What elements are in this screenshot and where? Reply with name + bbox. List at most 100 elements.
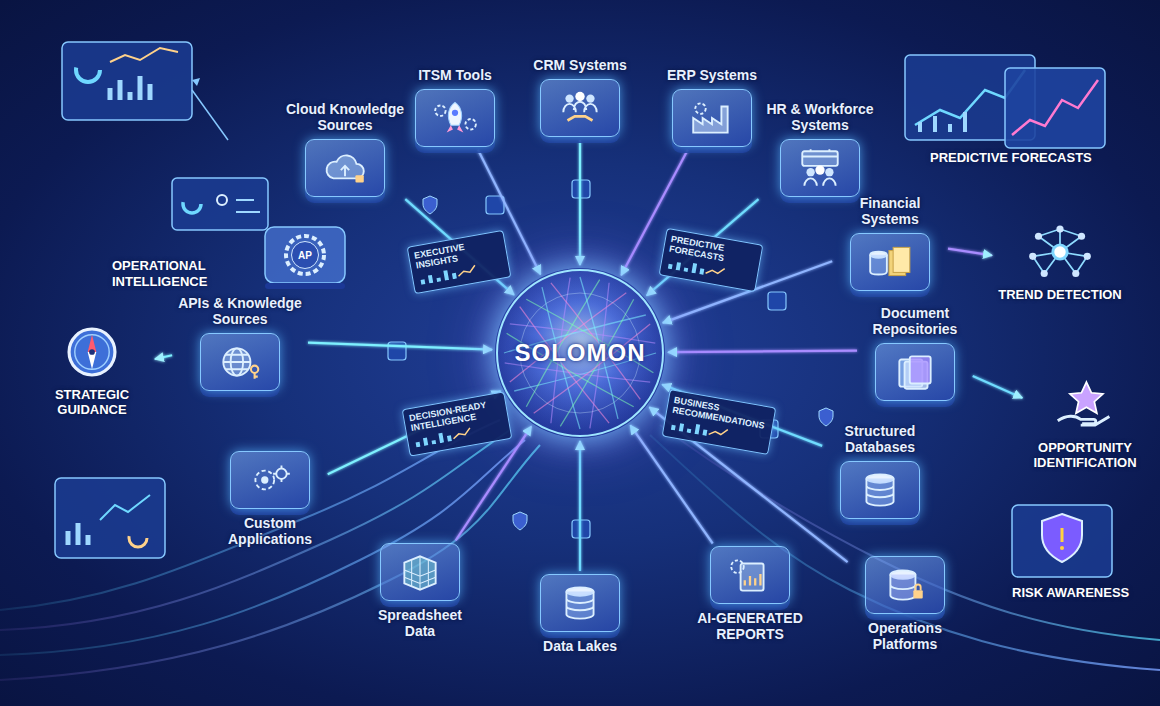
decor-part xyxy=(0,440,525,655)
node-icon xyxy=(396,552,444,592)
dashboard-panel xyxy=(62,42,228,140)
decor-part xyxy=(804,179,835,186)
decor-part xyxy=(1033,229,1088,273)
decor-part xyxy=(217,195,227,205)
decor-part xyxy=(815,166,824,175)
node-label: ITSM Tools xyxy=(400,67,510,83)
decor-part xyxy=(695,103,705,113)
source-tile xyxy=(865,556,945,614)
output-icon xyxy=(57,322,127,382)
decor-part xyxy=(575,92,584,101)
source-node: AI-GENERATED REPORTS xyxy=(690,546,810,648)
panel-label: DECISION-READY INTELLIGENCE xyxy=(408,397,502,433)
dashboard-panel xyxy=(55,478,165,558)
decor-part xyxy=(709,426,728,437)
source-tile xyxy=(380,543,460,601)
node-label: ERP Systems xyxy=(657,67,767,83)
source-tile xyxy=(230,451,310,509)
decor-part xyxy=(1070,382,1103,413)
decor-part xyxy=(563,102,596,112)
decor-part xyxy=(920,112,965,132)
decor-part xyxy=(62,42,192,120)
source-tile xyxy=(850,233,930,291)
source-tile xyxy=(200,333,280,391)
decor-part xyxy=(1053,245,1067,259)
dashboard-panel xyxy=(172,178,268,230)
decor-part xyxy=(251,366,258,373)
decor-part xyxy=(452,110,458,116)
risk-screen xyxy=(1012,505,1112,577)
node-label: Cloud Knowledge Sources xyxy=(280,101,410,133)
decor-part xyxy=(890,575,915,600)
decor-part xyxy=(670,259,703,274)
panel-label: EXECUTIVE INSIGHTS xyxy=(413,236,501,271)
decor-part xyxy=(76,58,100,82)
decor-part xyxy=(341,166,349,176)
source-tile xyxy=(780,139,860,197)
node-icon xyxy=(856,470,904,510)
node-label: OPPORTUNITY IDENTIFICATION xyxy=(1025,441,1145,471)
flow-waves xyxy=(0,420,1160,680)
node-label: AI-GENERATED REPORTS xyxy=(690,610,810,642)
decor-part xyxy=(1012,80,1098,135)
node-icon xyxy=(688,98,736,138)
decor-part xyxy=(69,329,115,375)
decor-part xyxy=(172,178,268,230)
flow-connector xyxy=(308,343,492,350)
decor-part xyxy=(183,195,201,213)
decor-part xyxy=(327,156,364,179)
insight-panel: DECISION-READY INTELLIGENCE xyxy=(402,391,513,456)
decor-part xyxy=(68,523,88,545)
flow-connector xyxy=(579,441,581,571)
decor-part xyxy=(1042,514,1082,562)
insight-panel: BUSINESS RECOMMENDATIONS xyxy=(662,389,777,455)
decor-part xyxy=(567,116,592,120)
flow-connector xyxy=(155,355,172,359)
decor-part xyxy=(286,236,324,274)
node-label: Custom Applications xyxy=(215,515,325,547)
forecast-chart-panel xyxy=(905,55,1105,148)
decor-part xyxy=(465,119,475,129)
output-icon xyxy=(1050,375,1120,435)
node-label: Spreadsheet Data xyxy=(365,607,475,639)
decor-part xyxy=(223,349,250,376)
node-icon xyxy=(796,148,844,188)
decor-part xyxy=(1061,528,1064,542)
decor-part xyxy=(75,335,109,369)
decor-part xyxy=(513,512,527,530)
decor-part xyxy=(273,465,290,482)
decor-part xyxy=(913,590,922,598)
decor-part xyxy=(417,431,450,446)
decor-part xyxy=(706,265,725,276)
decor-part xyxy=(1035,233,1042,240)
decor-part xyxy=(650,435,1160,670)
node-label: Structured Databases xyxy=(825,423,935,455)
connector-group xyxy=(155,140,1022,571)
source-node: ITSM Tools xyxy=(400,61,510,147)
decor-part xyxy=(110,48,178,62)
decor-part xyxy=(404,556,435,589)
decor-part xyxy=(806,168,814,176)
insight-panel: PREDICTIVE FORECASTS xyxy=(659,228,764,292)
decor-part xyxy=(223,355,250,370)
decor-part xyxy=(265,227,345,283)
decor-part xyxy=(870,255,887,275)
decor-part xyxy=(565,95,573,103)
node-icon xyxy=(246,460,294,500)
decor-part xyxy=(422,269,455,284)
node-label: Operations Platforms xyxy=(850,620,960,652)
node-label: Data Lakes xyxy=(525,638,635,654)
decor-part xyxy=(265,283,345,289)
source-node: Spreadsheet Data xyxy=(365,543,475,645)
output-icon xyxy=(1025,222,1095,282)
decor-part xyxy=(129,529,147,547)
node-icon xyxy=(866,242,914,282)
node-icon xyxy=(431,98,479,138)
decor-part xyxy=(447,125,464,132)
node-icon xyxy=(726,555,774,595)
panel-label: BUSINESS RECOMMENDATIONS xyxy=(671,395,769,432)
decor-part xyxy=(89,349,95,355)
node-icon xyxy=(216,342,264,382)
source-node: Operations Platforms xyxy=(850,556,960,658)
